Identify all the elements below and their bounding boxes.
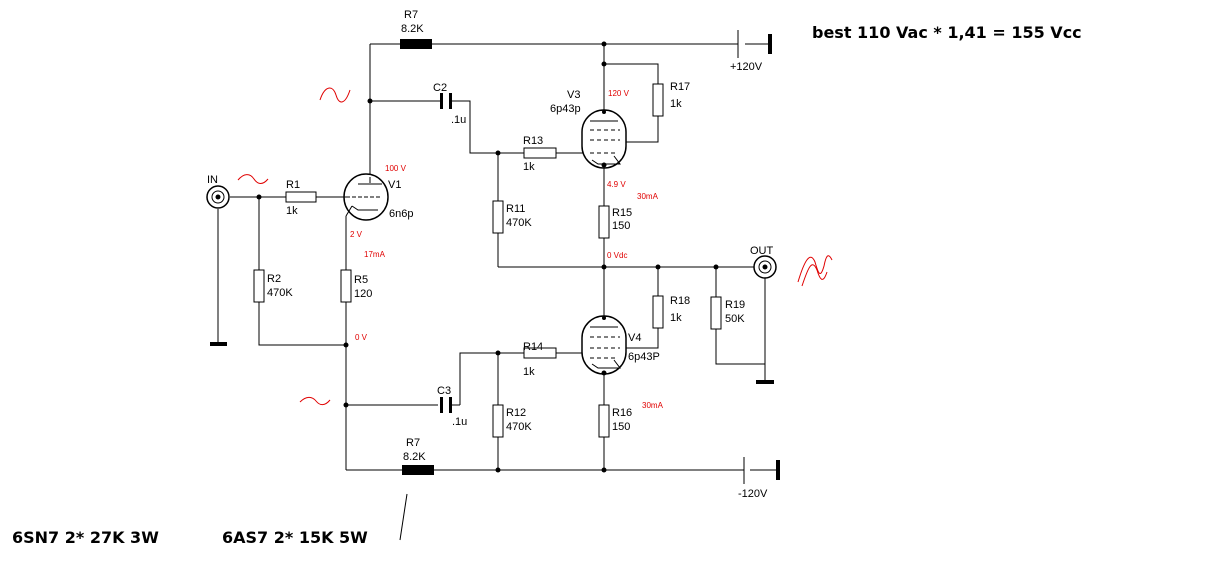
supply-note: best 110 Vac * 1,41 = 155 Vcc <box>812 23 1082 42</box>
r19-resistor <box>710 296 722 330</box>
r13-ref: R13 <box>523 135 543 147</box>
v1-ref: V1 <box>388 179 401 191</box>
c2-value: .1u <box>451 114 466 126</box>
c3-value: .1u <box>452 416 467 428</box>
out-connector <box>753 255 777 279</box>
in-label: IN <box>207 174 218 186</box>
r17-value: 1k <box>670 98 682 110</box>
r5-ref: R5 <box>354 274 368 286</box>
v1-current: 17mA <box>364 250 386 259</box>
ground-symbol <box>210 342 227 346</box>
r2-resistor <box>253 269 265 303</box>
sine-wave-icon <box>797 255 833 283</box>
pos-supply-symbol <box>737 30 772 58</box>
neg-rail-label: -120V <box>738 488 768 500</box>
r1-value: 1k <box>286 205 298 217</box>
v4-current: 30mA <box>642 401 664 410</box>
v1-type: 6n6p <box>389 208 413 220</box>
note-pointer-line <box>399 493 408 541</box>
r7-note-6sn7: 6SN7 2* 27K 3W <box>12 528 159 547</box>
v1-tube <box>343 173 389 221</box>
ground-symbol <box>756 380 774 384</box>
c2-capacitor <box>440 93 452 109</box>
r12-value: 470K <box>506 421 532 433</box>
r14-value: 1k <box>523 366 535 378</box>
v4-ref: V4 <box>628 332 641 344</box>
neg-supply-symbol <box>743 457 780 484</box>
v1-cathode-voltage: 2 V <box>350 230 363 239</box>
output-dc-voltage: 0 Vdc <box>607 251 627 260</box>
r11-ref: R11 <box>506 203 525 215</box>
out-label: OUT <box>750 245 774 257</box>
pos-rail-label: +120V <box>730 61 763 73</box>
v4-type: 6p43P <box>628 351 660 363</box>
r13-value: 1k <box>523 161 535 173</box>
c3-ref: C3 <box>437 385 451 397</box>
v3-type: 6p43p <box>550 103 581 115</box>
zero-volt-node: 0 V <box>355 333 368 342</box>
r14-ref: R14 <box>523 341 543 353</box>
r18-ref: R18 <box>670 295 690 307</box>
c2-ref: C2 <box>433 82 447 94</box>
r7-note-6as7: 6AS7 2* 15K 5W <box>222 528 368 547</box>
r17-resistor <box>652 83 664 117</box>
v3-current: 30mA <box>637 192 659 201</box>
r19-value: 50K <box>725 313 745 325</box>
r7-bottom-value: 8.2K <box>403 451 426 463</box>
v3-tube <box>581 109 627 169</box>
v4-tube <box>581 315 627 376</box>
component-labels: R7 8.2K C2 .1u R1 1k R2 470K R5 120 V1 6… <box>267 9 745 463</box>
sine-wave-icon <box>237 174 269 184</box>
r7-top-resistor <box>400 39 432 49</box>
v3-ref: V3 <box>567 89 580 101</box>
r12-resistor <box>492 404 504 438</box>
r14-resistor <box>523 347 557 359</box>
measurements: 100 V 2 V 17mA 0 V 120 V 4.9 V 30mA 0 Vd… <box>350 89 664 410</box>
r16-resistor <box>598 404 610 438</box>
r16-value: 150 <box>612 421 630 433</box>
r18-value: 1k <box>670 312 682 324</box>
v1-plate-voltage: 100 V <box>385 164 407 173</box>
v3-cathode-voltage: 4.9 V <box>607 180 626 189</box>
r15-ref: R15 <box>612 207 632 219</box>
r7-bottom-resistor <box>402 465 434 475</box>
r12-ref: R12 <box>506 407 526 419</box>
r19-ref: R19 <box>725 299 745 311</box>
c3-capacitor <box>440 397 452 413</box>
wires <box>217 43 766 471</box>
resistors <box>253 39 722 475</box>
v3-plate-voltage: 120 V <box>608 89 630 98</box>
r1-ref: R1 <box>286 179 300 191</box>
r1-resistor <box>285 191 317 203</box>
r7-top-value: 8.2K <box>401 23 424 35</box>
r5-resistor <box>340 269 352 303</box>
r11-resistor <box>492 200 504 234</box>
r13-resistor <box>523 147 557 159</box>
sine-wave-icon <box>319 87 351 103</box>
r11-value: 470K <box>506 217 532 229</box>
r18-resistor <box>652 295 664 329</box>
r2-ref: R2 <box>267 273 281 285</box>
r15-resistor <box>598 205 610 239</box>
r7-bottom-ref: R7 <box>406 437 420 449</box>
sine-wave-icon <box>801 264 828 287</box>
r17-ref: R17 <box>670 81 690 93</box>
junctions <box>256 41 719 473</box>
r5-value: 120 <box>354 288 372 300</box>
sine-wave-icon <box>299 396 331 406</box>
in-connector <box>206 185 230 209</box>
r15-value: 150 <box>612 220 630 232</box>
r16-ref: R16 <box>612 407 632 419</box>
r7-top-ref: R7 <box>404 9 418 21</box>
r2-value: 470K <box>267 287 293 299</box>
